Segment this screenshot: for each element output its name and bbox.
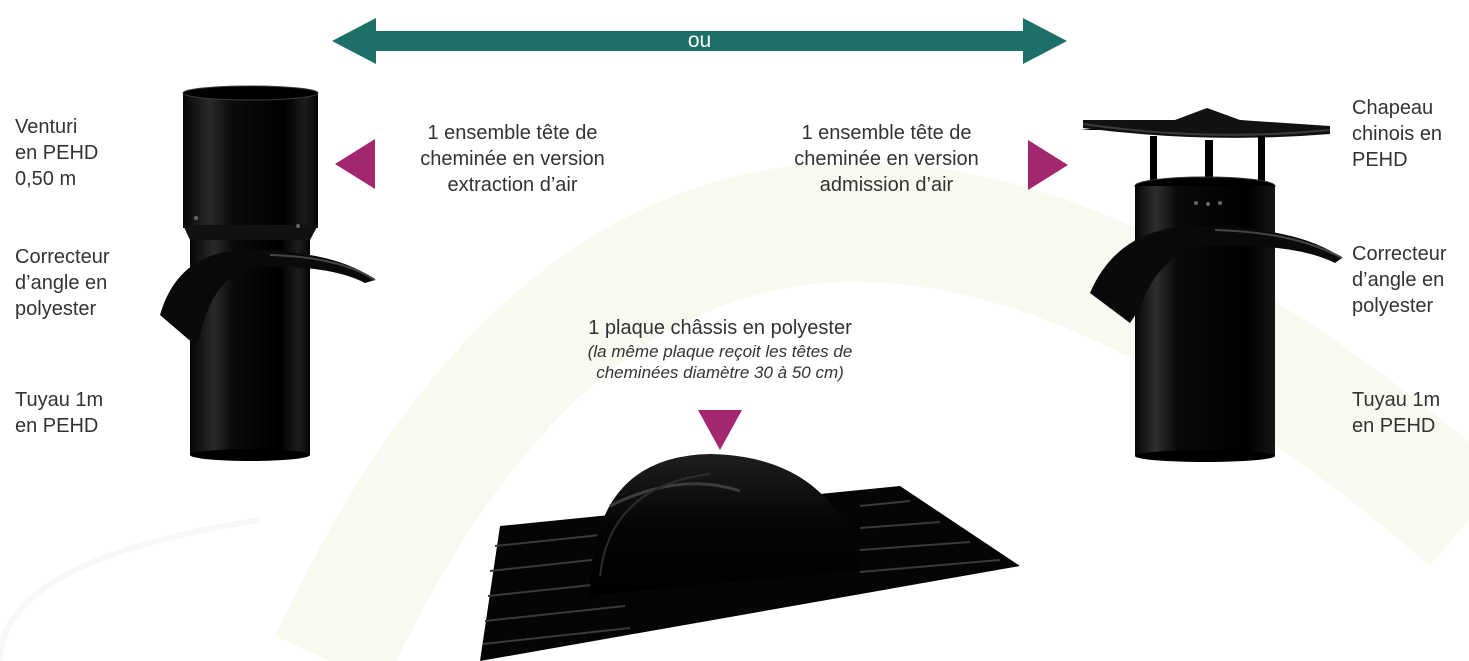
admission-ensemble-label: 1 ensemble tête de cheminée en version a…	[794, 122, 979, 196]
triangle-right-icon	[1028, 140, 1068, 190]
venturi-label: Venturi en PEHD 0,50 m	[15, 116, 99, 190]
chapeau-label: Chapeau chinois en PEHD	[1352, 97, 1443, 171]
plaque-label: 1 plaque châssis en polyester (la même p…	[510, 315, 930, 383]
double-arrow-icon	[332, 18, 1067, 64]
or-arrow: ou	[332, 18, 1067, 64]
right-correcteur-label: Correcteur d’angle en polyester	[1352, 243, 1447, 317]
extraction-chimney-image	[160, 85, 376, 461]
right-tuyau-label: Tuyau 1m en PEHD	[1352, 389, 1441, 437]
triangle-left-icon	[335, 139, 375, 189]
left-tuyau-label: Tuyau 1m en PEHD	[15, 389, 104, 437]
admission-chimney-image	[1080, 108, 1343, 462]
extraction-ensemble-label: 1 ensemble tête de cheminée en version e…	[420, 122, 605, 196]
left-correcteur-label: Correcteur d’angle en polyester	[15, 246, 110, 320]
triangle-down-icon	[698, 410, 742, 450]
plaque-note: (la même plaque reçoit les têtes de chem…	[587, 342, 853, 382]
or-label: ou	[687, 29, 712, 52]
chassis-plate-image	[480, 454, 1020, 661]
